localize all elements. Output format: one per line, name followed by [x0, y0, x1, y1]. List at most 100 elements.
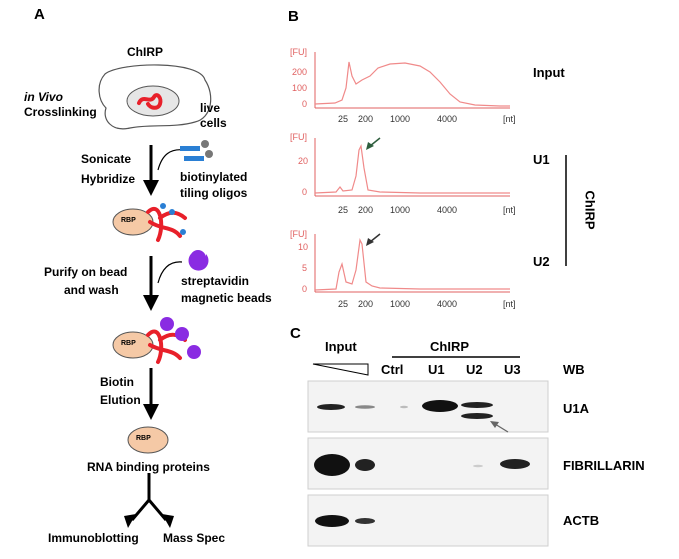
trace-3-arrowhead: [366, 238, 374, 246]
blot-label-u1a: U1A: [563, 401, 590, 416]
panel-c-letter: C: [290, 325, 301, 342]
beads-label-1: streptavidin: [181, 274, 250, 288]
trace-2-xunit: [nt]: [503, 205, 516, 215]
trace-1-name: Input: [533, 65, 565, 80]
trace-1-xtick: 4000: [437, 114, 458, 124]
trace-3-yunit: [FU]: [290, 229, 307, 239]
band: [500, 459, 530, 469]
wb-label: WB: [563, 362, 585, 377]
trace-3-ytick: 0: [302, 284, 308, 294]
blot-label-actb: ACTB: [563, 513, 600, 528]
u1a-arrowhead: [490, 421, 499, 428]
trace-3-name: U2: [533, 254, 550, 269]
trace-2-ytick: 0: [302, 187, 308, 197]
trace-3-line: [314, 237, 510, 291]
band: [422, 400, 458, 412]
oligos-label-2: tiling oligos: [180, 186, 248, 200]
arrow-left-head: [124, 514, 136, 528]
probe-dot: [169, 209, 175, 215]
proteins-label: RNA binding proteins: [87, 460, 210, 474]
arrow-right: [147, 499, 168, 521]
rbp-oval-3: [127, 426, 169, 454]
band: [355, 459, 375, 471]
trace-3-xtick: 4000: [437, 299, 458, 309]
band: [355, 405, 375, 409]
probe-dot: [180, 229, 186, 235]
rbp-label-3: RBP: [136, 435, 151, 442]
band: [314, 454, 350, 476]
bead-icon: [160, 317, 174, 331]
arrow-left: [130, 499, 151, 521]
input-label: Input: [325, 339, 357, 354]
nucleus: [126, 85, 180, 117]
band: [315, 515, 349, 527]
arrow-2-head: [143, 295, 159, 311]
band: [317, 404, 345, 410]
wash-label: and wash: [64, 283, 119, 297]
trace-1-ytick: 0: [302, 99, 308, 109]
trace-2-xtick: 25: [338, 205, 349, 215]
chirp-header: ChIRP: [430, 339, 469, 354]
trace-1-ytick: 200: [292, 67, 308, 77]
branch-arrow-2: [157, 261, 183, 284]
panel-a-diagram: [98, 64, 213, 528]
arrow-3-head: [143, 404, 159, 420]
trace-1-xtick: 1000: [390, 114, 411, 124]
trace-3-xunit: [nt]: [503, 299, 516, 309]
panel-b-letter: B: [288, 8, 299, 25]
u1a-arrow: [494, 423, 509, 433]
rbp-label-1: RBP: [121, 217, 136, 224]
trace-1-yunit: [FU]: [290, 47, 307, 57]
lane-u3: U3: [504, 362, 521, 377]
immunoblotting-label: Immunoblotting: [48, 531, 139, 545]
biotin-label: Biotin: [100, 375, 134, 389]
biotin-icon: [205, 150, 213, 158]
trace-1-line: [314, 61, 510, 107]
rbp-label-2: RBP: [121, 340, 136, 347]
chirp-title: ChIRP: [127, 45, 163, 59]
oligo-icon: [184, 156, 204, 161]
bead-icon: [187, 345, 201, 359]
lane-ctrl: Ctrl: [381, 362, 404, 377]
trace-3-ytick: 5: [302, 263, 308, 273]
mass-spec-label: Mass Spec: [163, 531, 226, 545]
arrow-right-head: [162, 514, 174, 528]
trace-3-xtick: 1000: [390, 299, 411, 309]
oligo-icon: [180, 146, 200, 151]
crosslink-italic: in Vivo: [24, 90, 63, 104]
lane-u2: U2: [466, 362, 483, 377]
trace-2-ytick: 20: [298, 156, 309, 166]
band: [355, 518, 375, 524]
band: [461, 413, 493, 419]
trace-2-yunit: [FU]: [290, 132, 307, 142]
live-label: live: [200, 101, 221, 115]
trace-1-xtick: 200: [358, 114, 374, 124]
hybridize-label: Hybridize: [81, 172, 136, 186]
arrow-1-head: [143, 180, 159, 196]
trace-3-xtick: 25: [338, 299, 349, 309]
trace-2-name: U1: [533, 152, 550, 167]
trace-2-arrowhead: [366, 142, 374, 150]
trace-3-xtick: 200: [358, 299, 374, 309]
panel-a-letter: A: [34, 6, 45, 23]
crosslink-label: Crosslinking: [24, 105, 97, 119]
biotin-icon: [201, 140, 209, 148]
blot-label-fibrillarin: FIBRILLARIN: [563, 458, 645, 473]
probe-dot: [160, 203, 166, 209]
oligos-label-1: biotinylated: [180, 170, 248, 184]
trace-2-xtick: 1000: [390, 205, 411, 215]
trace-2-xtick: 4000: [437, 205, 458, 215]
trace-3-ytick: 10: [298, 242, 309, 252]
lane-u1: U1: [428, 362, 445, 377]
band: [400, 405, 408, 409]
trace-1-xunit: [nt]: [503, 114, 516, 124]
band: [473, 464, 483, 468]
input-dilution-wedge: [312, 363, 369, 376]
sonicate-label: Sonicate: [81, 152, 132, 166]
beads-label-2: magnetic beads: [181, 291, 272, 305]
elution-label: Elution: [100, 393, 141, 407]
cells-label: cells: [200, 116, 227, 130]
purify-label: Purify on bead: [44, 265, 128, 279]
